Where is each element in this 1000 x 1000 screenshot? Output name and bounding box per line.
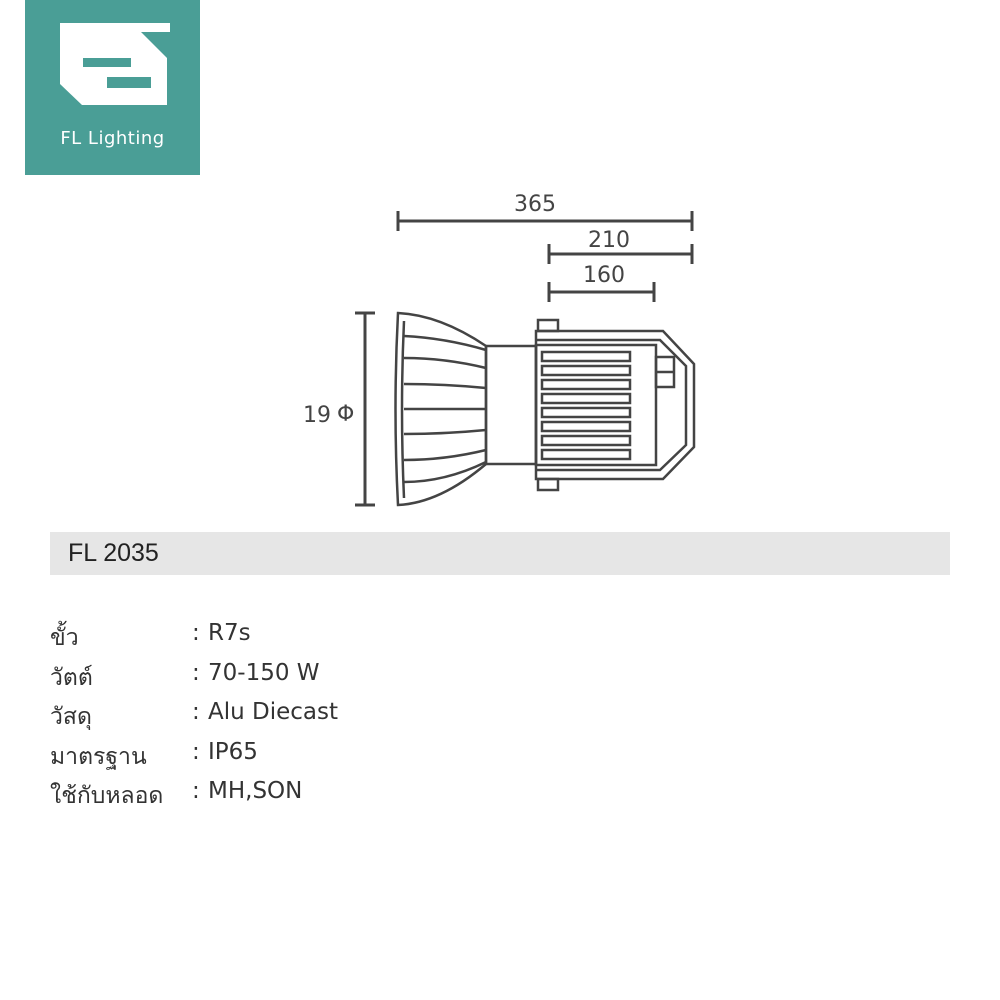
floodlight-outline (394, 311, 696, 507)
technical-drawing: 365 210 160 19 Φ (303, 192, 696, 507)
spec-row-standard: มาตรฐาน : IP65 (50, 739, 550, 779)
brand-logo: FL Lighting (25, 0, 200, 175)
spec-row-socket: ขั้ว : R7s (50, 620, 550, 660)
spec-separator: : (192, 738, 200, 765)
spec-label: มาตรฐาน (50, 743, 147, 770)
spec-value: IP65 (208, 738, 258, 765)
spec-row-material: วัสดุ : Alu Diecast (50, 699, 550, 739)
spec-label: ใช้กับหลอด (50, 783, 164, 809)
dimension-160: 160 (583, 263, 625, 288)
spec-label: วัตต์ (50, 664, 93, 691)
logo-mark-icon (60, 23, 170, 105)
dimension-365: 365 (514, 192, 556, 217)
brand-name: FL Lighting (60, 128, 165, 149)
dimension-diameter: 19 (303, 403, 331, 428)
model-name: FL 2035 (68, 539, 159, 567)
spec-separator: : (192, 659, 200, 686)
spec-row-watt: วัตต์ : 70-150 W (50, 660, 550, 700)
spec-list: ขั้ว : R7s วัตต์ : 70-150 W วัสดุ : Alu … (50, 620, 550, 818)
spec-label: ขั้ว (50, 625, 79, 651)
spec-separator: : (192, 620, 200, 646)
spec-label: วัสดุ (50, 704, 92, 730)
spec-value: MH,SON (208, 778, 303, 804)
spec-value: R7s (208, 620, 251, 646)
spec-separator: : (192, 699, 200, 725)
spec-value: 70-150 W (208, 659, 320, 686)
diameter-symbol: Φ (337, 402, 354, 427)
spec-row-lamp: ใช้กับหลอด : MH,SON (50, 778, 550, 818)
model-title-bar: FL 2035 (50, 532, 950, 575)
dimension-210: 210 (588, 228, 630, 253)
spec-value: Alu Diecast (208, 699, 339, 725)
spec-separator: : (192, 778, 200, 804)
